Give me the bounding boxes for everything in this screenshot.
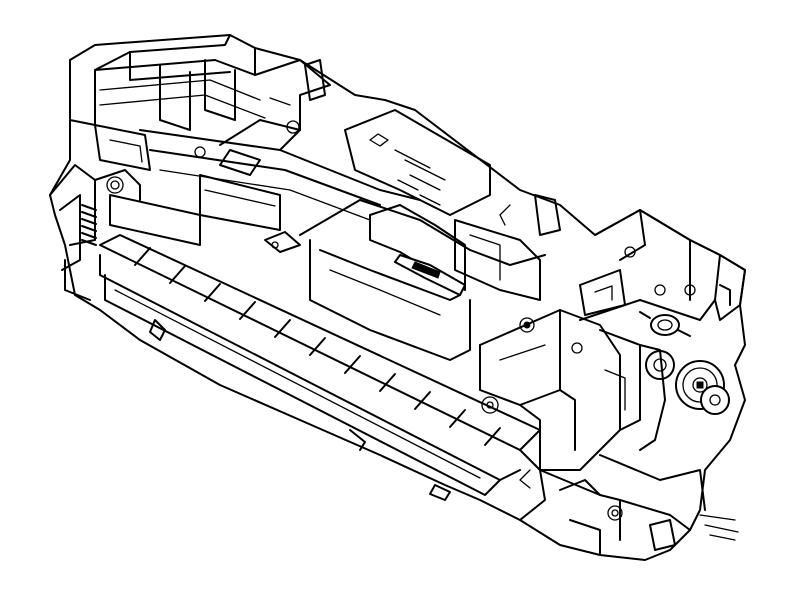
detail-clips	[264, 59, 561, 253]
right-front-housing	[479, 309, 666, 471]
label-plate	[344, 109, 491, 216]
middle-channel	[109, 174, 546, 361]
guide-ribs	[134, 247, 501, 446]
right-side-plate	[579, 209, 746, 337]
shaft-end	[639, 311, 691, 337]
left-end-bracket	[49, 164, 141, 301]
lower-right-frame	[519, 449, 739, 556]
idler-gear-icon	[700, 385, 730, 415]
top-left-frame	[69, 34, 266, 171]
paper-guide	[99, 234, 541, 501]
housing-outline	[49, 34, 746, 561]
spring-icon	[81, 204, 97, 246]
